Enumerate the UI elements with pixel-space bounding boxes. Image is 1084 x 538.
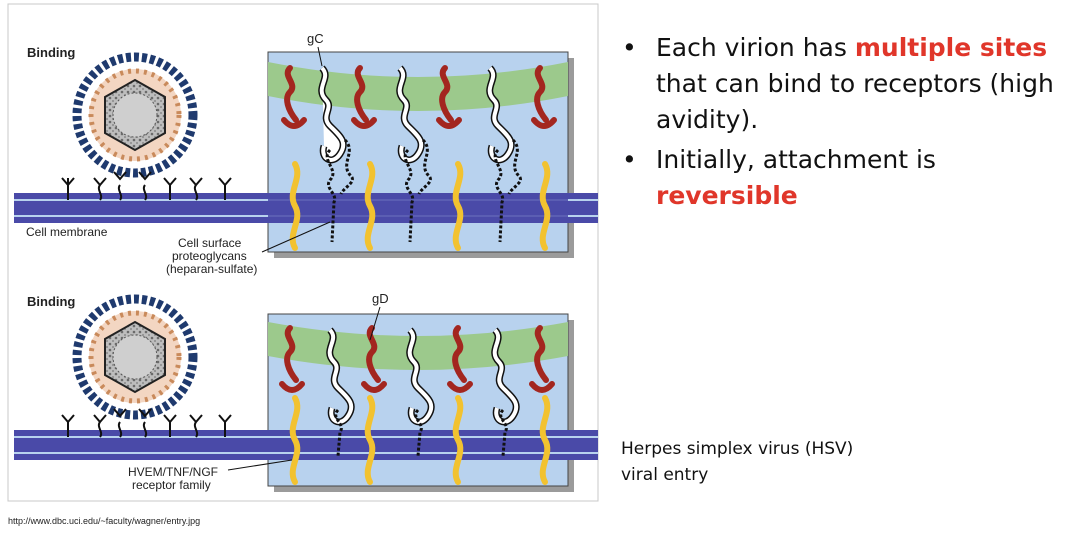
bottom-gd-glycoproteins: [326, 327, 520, 457]
receptor-family-label-line1: HVEM/TNF/NGF: [128, 465, 218, 479]
highlight-text: reversible: [656, 181, 798, 210]
bottom-envelope-glycoproteins: [279, 325, 555, 393]
caption-line: Herpes simplex virus (HSV): [621, 439, 854, 459]
top-virion: [72, 52, 198, 178]
figure-caption: Herpes simplex virus (HSV) viral entry: [621, 436, 1021, 488]
bottom-panel-heading: Binding: [27, 294, 75, 309]
top-membrane-receptors: [61, 171, 232, 201]
proteoglycans-label-line1: Cell surface: [178, 236, 242, 250]
highlight-text: multiple sites: [854, 33, 1048, 62]
top-panel: Binding: [14, 31, 598, 276]
bottom-virion: [72, 294, 198, 420]
caption-line: viral entry: [621, 465, 709, 485]
proteoglycans-label-line2: proteoglycans: [172, 249, 247, 263]
bullet-item: Initially, attachment is reversible: [618, 142, 1078, 214]
proteoglycans-label-line3: (heparan-sulfate): [166, 262, 257, 276]
top-envelope-glycoproteins: [281, 65, 557, 129]
top-gc-glycoproteins: [318, 65, 522, 243]
bottom-panel: Binding: [14, 291, 598, 492]
cell-membrane-label: Cell membrane: [26, 225, 108, 239]
top-panel-heading: Binding: [27, 45, 75, 60]
bullet-list: Each virion has multiple sites that can …: [618, 30, 1078, 218]
bullet-item: Each virion has multiple sites that can …: [618, 30, 1078, 138]
bottom-receptor-family: [289, 395, 551, 485]
receptor-family-label-line2: receptor family: [132, 478, 211, 492]
source-url: http://www.dbc.uci.edu/~faculty/wagner/e…: [8, 516, 201, 526]
bottom-membrane-receptors: [61, 408, 232, 438]
gd-label: gD: [372, 291, 389, 306]
bottom-cell-membrane: [14, 430, 598, 460]
hsv-entry-diagram: Binding: [7, 3, 599, 502]
gc-label: gC: [307, 31, 324, 46]
top-proteoglycans: [289, 161, 551, 251]
